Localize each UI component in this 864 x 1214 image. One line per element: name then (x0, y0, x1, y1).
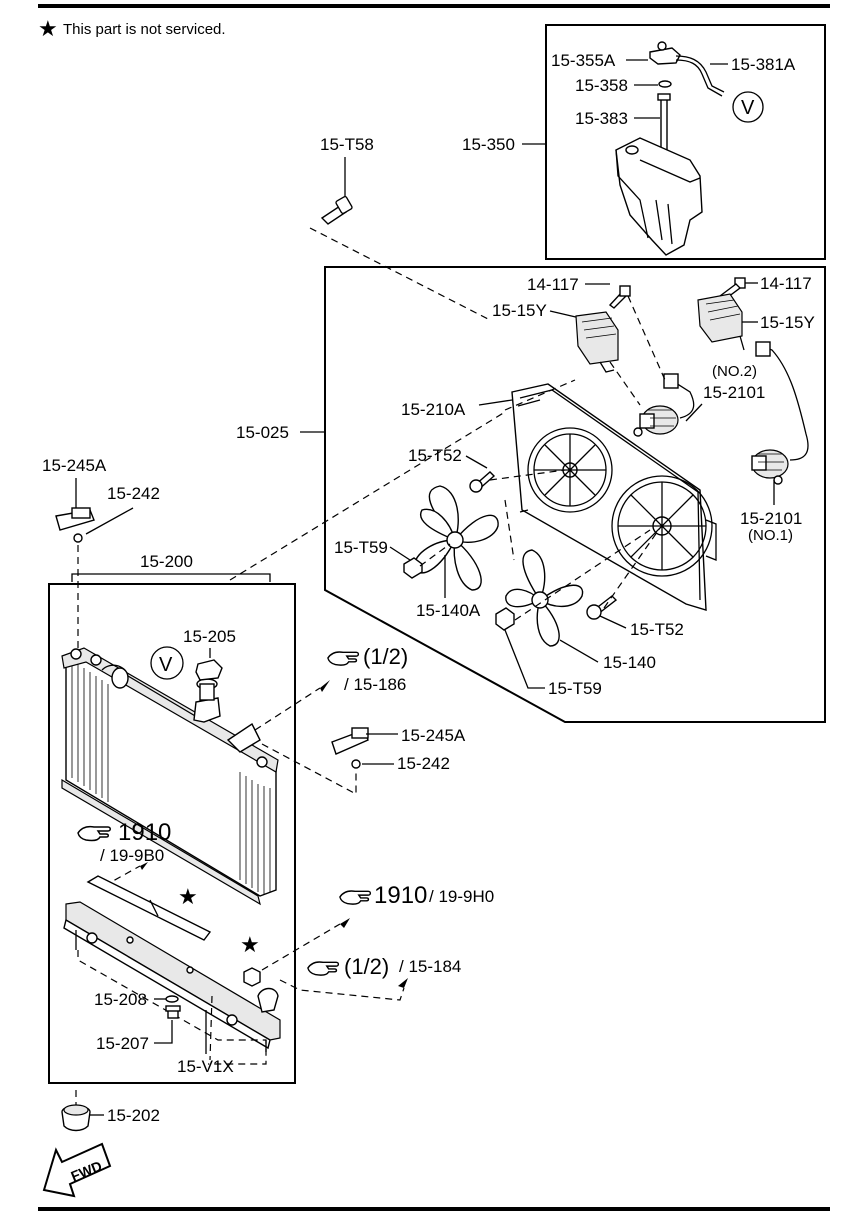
ref-1910-a-num[interactable]: 1910 (118, 819, 171, 846)
v-marker-radiator: V (150, 646, 184, 680)
resistor-right-drawing (697, 293, 745, 351)
label-15-242-lower: 15-242 (397, 754, 450, 773)
label-15-245a-upper: 15-245A (42, 456, 107, 475)
hand-pointer-icon-3 (339, 890, 372, 905)
label-15-350: 15-350 (462, 135, 515, 154)
motor-no1-drawing (751, 449, 789, 485)
ref-15-186-sub[interactable]: / 15-186 (344, 675, 406, 694)
bolt-left-drawing (608, 285, 631, 309)
radiator-cap-drawing (195, 659, 223, 681)
label-15-210a: 15-210A (401, 400, 466, 419)
lower-tank-drawing (63, 875, 281, 1052)
label-15-140: 15-140 (603, 653, 656, 672)
fan-140a-drawing (413, 485, 499, 591)
ref-15-186-num[interactable]: (1/2) (363, 644, 408, 669)
drain-cock-drawing (243, 967, 261, 987)
label-no2: (NO.2) (712, 363, 757, 380)
nut-t59-left-drawing (403, 557, 423, 579)
bushing-upper-drawing (73, 533, 83, 543)
label-14-117-left: 14-117 (527, 275, 579, 294)
nut-t59-lower-drawing (495, 607, 515, 631)
label-15-15y-left: 15-15Y (492, 301, 547, 320)
gasket-drawing (658, 80, 672, 88)
label-15-v1x: 15-V1X (177, 1057, 234, 1076)
ref-1910-a-sub[interactable]: / 19-9B0 (100, 846, 164, 865)
label-15-355a: 15-355A (551, 51, 616, 70)
ref-1910-b-num[interactable]: 1910 (374, 882, 427, 909)
label-15-200: 15-200 (140, 552, 193, 571)
star-icon-tank: ★ (178, 884, 198, 909)
reservoir-tank-drawing (615, 137, 703, 256)
radiator-box (48, 583, 296, 1084)
label-15-381a: 15-381A (731, 55, 796, 74)
label-15-140a: 15-140A (416, 601, 481, 620)
fan-140-drawing (505, 549, 584, 647)
label-15-208: 15-208 (94, 990, 147, 1009)
label-15-205: 15-205 (183, 627, 236, 646)
label-15-t58: 15-T58 (320, 135, 374, 154)
label-no1: (NO.1) (748, 527, 793, 544)
bushing-lower-drawing (351, 759, 361, 769)
label-15-t59-left: 15-T59 (334, 538, 388, 557)
screw-t58-drawing (320, 195, 353, 225)
label-15-383: 15-383 (575, 109, 628, 128)
ref-1910-b-sub[interactable]: / 19-9H0 (429, 887, 494, 906)
drain-seal-drawing (165, 995, 179, 1003)
label-15-15y-right: 15-15Y (760, 313, 815, 332)
reservoir-box (545, 24, 826, 260)
label-15-358: 15-358 (575, 76, 628, 95)
label-15-207: 15-207 (96, 1034, 149, 1053)
star-icon-plug: ★ (240, 932, 260, 957)
label-15-025: 15-025 (236, 423, 289, 442)
fan-assembly-panel (324, 266, 826, 723)
label-15-2101-no2: 15-2101 (703, 383, 765, 402)
svg-text:V: V (741, 97, 755, 119)
v-marker-top: V (732, 91, 764, 123)
drain-plug-drawing (165, 1005, 181, 1019)
label-15-t59-lower: 15-T59 (548, 679, 602, 698)
screw-t52-upper-drawing (469, 471, 496, 493)
bracket-upper-drawing (55, 507, 95, 531)
label-15-2101-no1: 15-2101 (740, 509, 802, 528)
fwd-arrow-icon: FWD (42, 1142, 112, 1198)
not-serviced-note: This part is not serviced. (63, 21, 226, 38)
bracket-lower-drawing (331, 727, 369, 755)
label-14-117-right: 14-117 (760, 274, 812, 293)
radiator-core-drawing (61, 647, 279, 906)
star-icon: ★ (38, 16, 58, 41)
reservoir-cap-drawing (649, 41, 725, 97)
hand-pointer-icon-4 (307, 961, 340, 976)
label-15-t52-lower: 15-T52 (630, 620, 684, 639)
mount-lower-drawing (61, 1104, 91, 1132)
label-15-t52-upper: 15-T52 (408, 446, 462, 465)
ref-15-184-sub[interactable]: / 15-184 (399, 957, 461, 976)
shroud-drawing (511, 383, 717, 611)
label-15-245a-lower: 15-245A (401, 726, 466, 745)
ref-15-184-num[interactable]: (1/2) (344, 954, 389, 979)
screw-t52-lower-drawing (586, 595, 618, 620)
resistor-left-drawing (575, 311, 619, 373)
hand-pointer-icon (327, 651, 360, 666)
label-15-202: 15-202 (107, 1106, 160, 1125)
motor-no2-drawing (633, 405, 679, 437)
svg-text:V: V (159, 654, 173, 676)
label-15-242-upper: 15-242 (107, 484, 160, 503)
hand-pointer-icon-2 (77, 825, 111, 842)
